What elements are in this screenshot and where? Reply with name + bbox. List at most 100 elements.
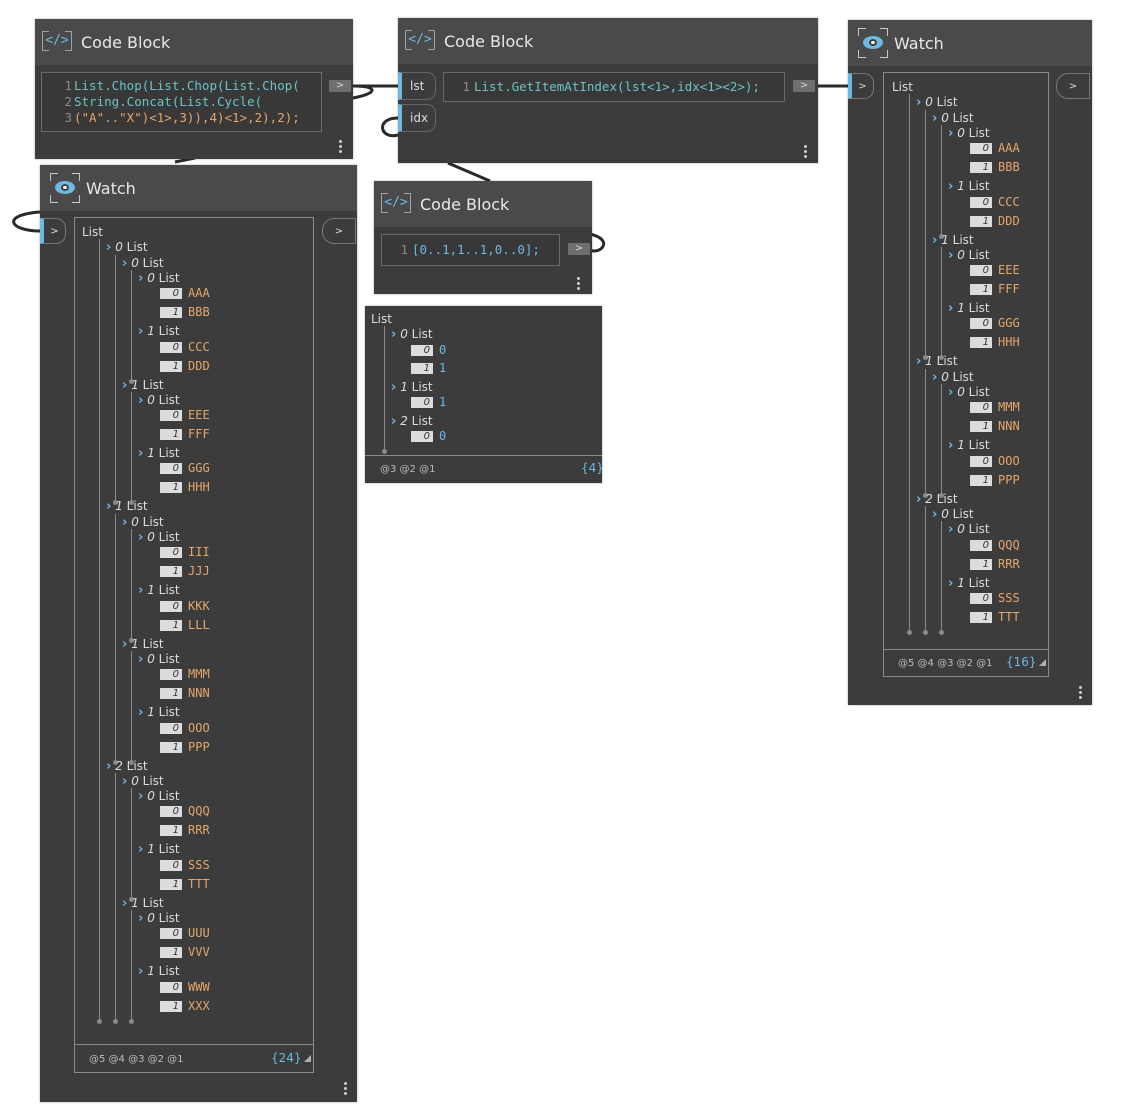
chevron-right-icon[interactable]: ›: [948, 522, 954, 538]
output-port[interactable]: >: [1056, 73, 1090, 99]
resize-grip-icon[interactable]: [303, 1055, 311, 1062]
chevron-right-icon[interactable]: ›: [138, 651, 144, 667]
chevron-right-icon[interactable]: ›: [106, 499, 112, 515]
list-node[interactable]: › 0 List: [916, 95, 958, 111]
code-line[interactable]: List.GetItemAtIndex(lst<1>,idx<1><2>);: [474, 79, 760, 94]
list-node[interactable]: › 1 List: [138, 842, 180, 858]
chevron-right-icon[interactable]: ›: [106, 240, 112, 256]
chevron-right-icon[interactable]: ›: [138, 270, 144, 286]
list-node[interactable]: › 1 List: [138, 583, 180, 599]
chevron-right-icon[interactable]: ›: [948, 301, 954, 317]
chevron-right-icon[interactable]: ›: [138, 392, 144, 408]
code-line[interactable]: String.Concat(List.Cycle(: [74, 94, 263, 109]
node-menu-icon[interactable]: [1077, 684, 1083, 701]
list-node[interactable]: › 0 List: [948, 125, 990, 141]
chevron-right-icon[interactable]: ›: [138, 911, 144, 926]
list-node[interactable]: › 0 List: [106, 240, 148, 256]
node-header[interactable]: </> Code Block: [398, 18, 818, 64]
chevron-right-icon[interactable]: ›: [948, 179, 954, 195]
chevron-right-icon[interactable]: ›: [138, 446, 144, 462]
chevron-right-icon[interactable]: ›: [916, 491, 922, 507]
input-port-idx[interactable]: idx: [398, 104, 436, 132]
chevron-right-icon[interactable]: ›: [932, 110, 938, 126]
list-node[interactable]: › 1 List: [916, 354, 958, 370]
list-node[interactable]: › 1 List: [122, 377, 164, 393]
list-node[interactable]: › 0 List: [138, 651, 180, 667]
list-node[interactable]: › 1 List: [122, 636, 164, 652]
node-header[interactable]: </> Code Block: [374, 181, 592, 227]
node-menu-icon[interactable]: [802, 143, 808, 160]
list-node[interactable]: › 0 List: [138, 789, 180, 805]
list-node[interactable]: › 1 List: [948, 179, 990, 195]
node-header[interactable]: Watch: [848, 20, 1092, 66]
list-node[interactable]: › 1 List: [138, 446, 180, 462]
output-port[interactable]: >: [329, 80, 351, 92]
chevron-right-icon[interactable]: ›: [932, 369, 938, 385]
chevron-right-icon[interactable]: ›: [932, 232, 938, 248]
list-node[interactable]: › 0 List: [948, 247, 990, 263]
list-node[interactable]: › 0 List: [138, 392, 180, 408]
list-node[interactable]: List: [371, 312, 392, 326]
node-header[interactable]: </> Code Block: [35, 19, 353, 65]
resize-grip-icon[interactable]: [1038, 659, 1046, 666]
code-line[interactable]: ("A".."X")<1>,3)),4)<1>,2),2);: [74, 110, 300, 125]
chevron-right-icon[interactable]: ›: [138, 324, 144, 340]
chevron-right-icon[interactable]: ›: [122, 514, 128, 530]
list-node[interactable]: › 0 List: [932, 369, 974, 385]
chevron-right-icon[interactable]: ›: [122, 255, 128, 271]
list-node[interactable]: › 0 List: [138, 270, 180, 286]
chevron-right-icon[interactable]: ›: [916, 95, 922, 111]
chevron-right-icon[interactable]: ›: [138, 530, 144, 545]
list-node[interactable]: › 1 List: [138, 324, 180, 340]
chevron-right-icon[interactable]: ›: [122, 773, 128, 789]
list-node[interactable]: › 0 List: [948, 385, 990, 400]
input-port[interactable]: >: [40, 218, 66, 244]
list-levels[interactable]: @5 @4 @3 @2 @1: [89, 1054, 184, 1065]
list-node[interactable]: › 0 List: [932, 110, 974, 126]
chevron-right-icon[interactable]: ›: [948, 575, 954, 591]
chevron-right-icon[interactable]: ›: [138, 583, 144, 599]
chevron-right-icon[interactable]: ›: [948, 385, 954, 400]
list-node[interactable]: › 1 List: [948, 301, 990, 317]
chevron-right-icon[interactable]: ›: [122, 377, 128, 393]
chevron-right-icon[interactable]: ›: [391, 414, 397, 429]
list-levels[interactable]: @3 @2 @1: [380, 464, 436, 475]
list-node[interactable]: › 1 List: [138, 705, 180, 721]
chevron-right-icon[interactable]: ›: [948, 247, 954, 263]
